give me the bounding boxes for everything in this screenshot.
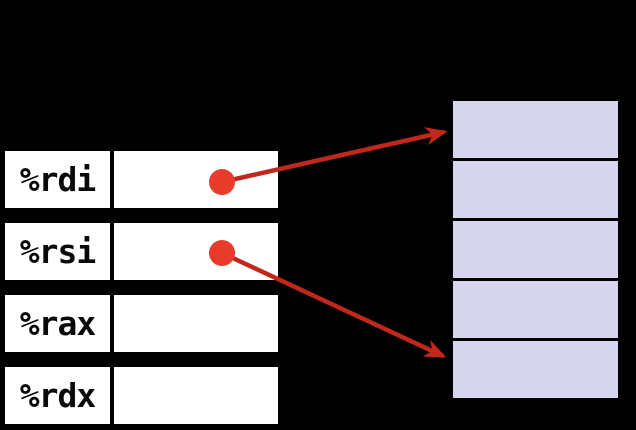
register-value-rdx [114, 367, 278, 424]
memory-cell-1 [453, 161, 618, 218]
register-value-rsi [114, 223, 278, 280]
register-label-rsi: %rsi [5, 223, 110, 280]
register-label-rax: %rax [5, 295, 110, 352]
register-row-rdi: %rdi [0, 151, 278, 208]
memory-cell-2 [453, 221, 618, 278]
register-row-rdx: %rdx [0, 367, 278, 424]
memory-cell-4 [453, 341, 618, 398]
register-value-rax [114, 295, 278, 352]
register-label-rdi: %rdi [5, 151, 110, 208]
memory-cell-3 [453, 281, 618, 338]
register-value-rdi [114, 151, 278, 208]
memory-cell-0 [453, 101, 618, 158]
register-row-rsi: %rsi [0, 223, 278, 280]
register-row-rax: %rax [0, 295, 278, 352]
register-label-rdx: %rdx [5, 367, 110, 424]
